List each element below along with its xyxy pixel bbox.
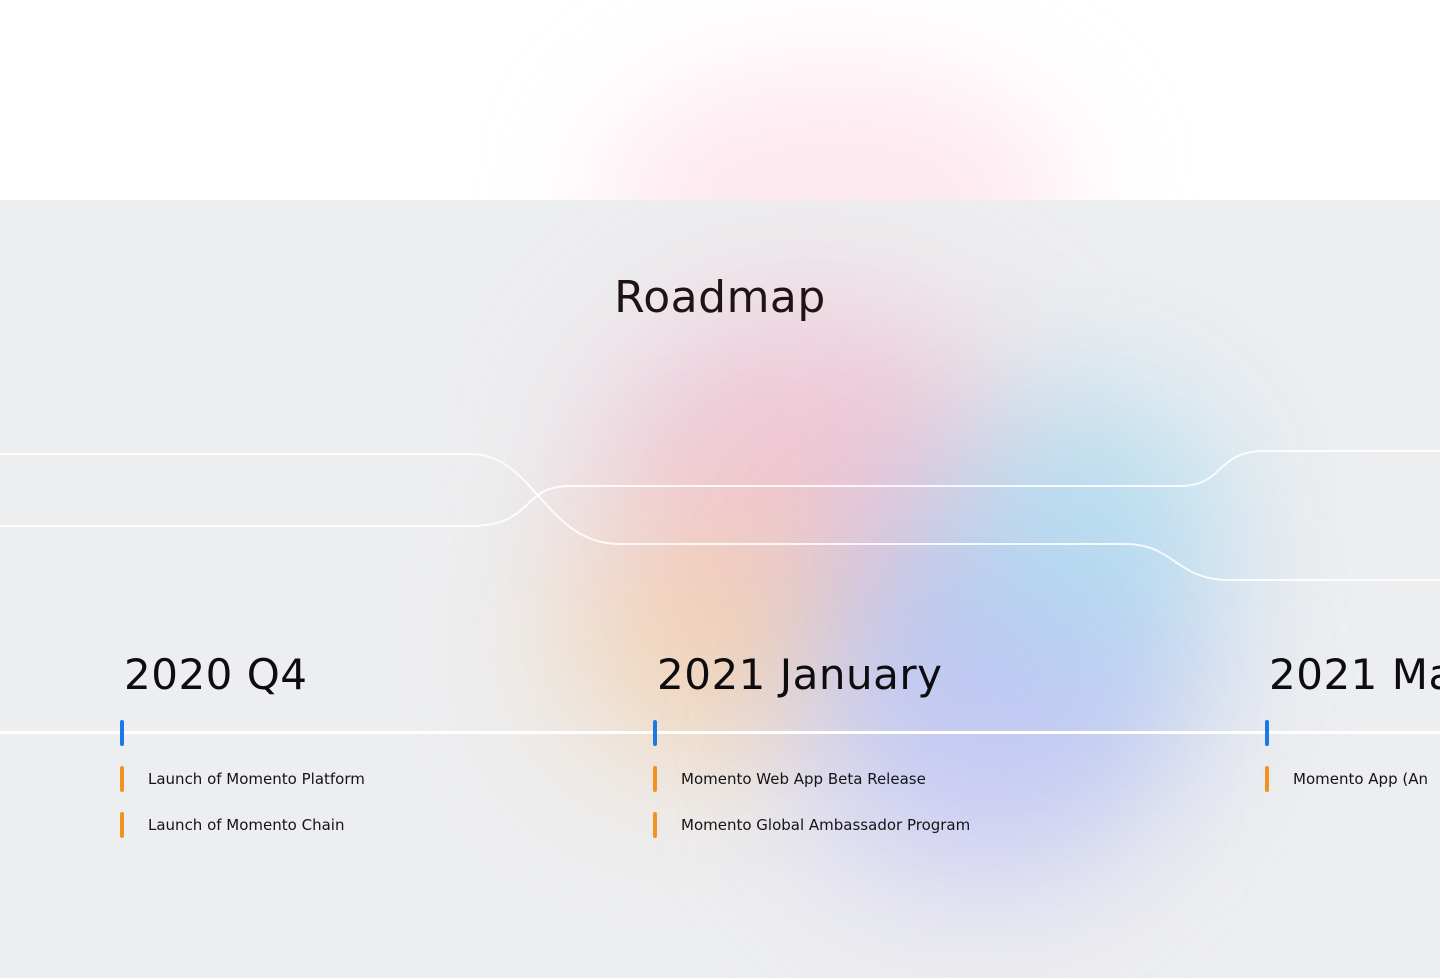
top-band: [0, 0, 1440, 200]
milestone-marker: [653, 720, 657, 746]
milestone-item-label: Launch of Momento Chain: [148, 816, 345, 834]
milestone-item-label: Momento App (An: [1293, 770, 1428, 788]
page-title: Roadmap: [614, 272, 826, 323]
milestone-title: 2021 Ma: [1269, 650, 1440, 699]
timeline-axis: [0, 731, 1440, 734]
gradient-glow-cyan: [950, 380, 1230, 660]
item-marker: [653, 766, 657, 792]
gradient-glow-pink: [600, 300, 1020, 660]
milestone-item-label: Launch of Momento Platform: [148, 770, 365, 788]
item-marker: [653, 812, 657, 838]
milestone-item-label: Momento Web App Beta Release: [681, 770, 926, 788]
milestone-marker: [120, 720, 124, 746]
milestone-2021-partial: 2021 Ma Momento App (An: [1265, 650, 1440, 850]
item-marker: [120, 766, 124, 792]
milestone-title: 2020 Q4: [124, 650, 308, 699]
milestone-item-label: Momento Global Ambassador Program: [681, 816, 971, 834]
milestone-title: 2021 January: [657, 650, 943, 699]
item-marker: [120, 812, 124, 838]
milestone-marker: [1265, 720, 1269, 746]
item-marker: [1265, 766, 1269, 792]
